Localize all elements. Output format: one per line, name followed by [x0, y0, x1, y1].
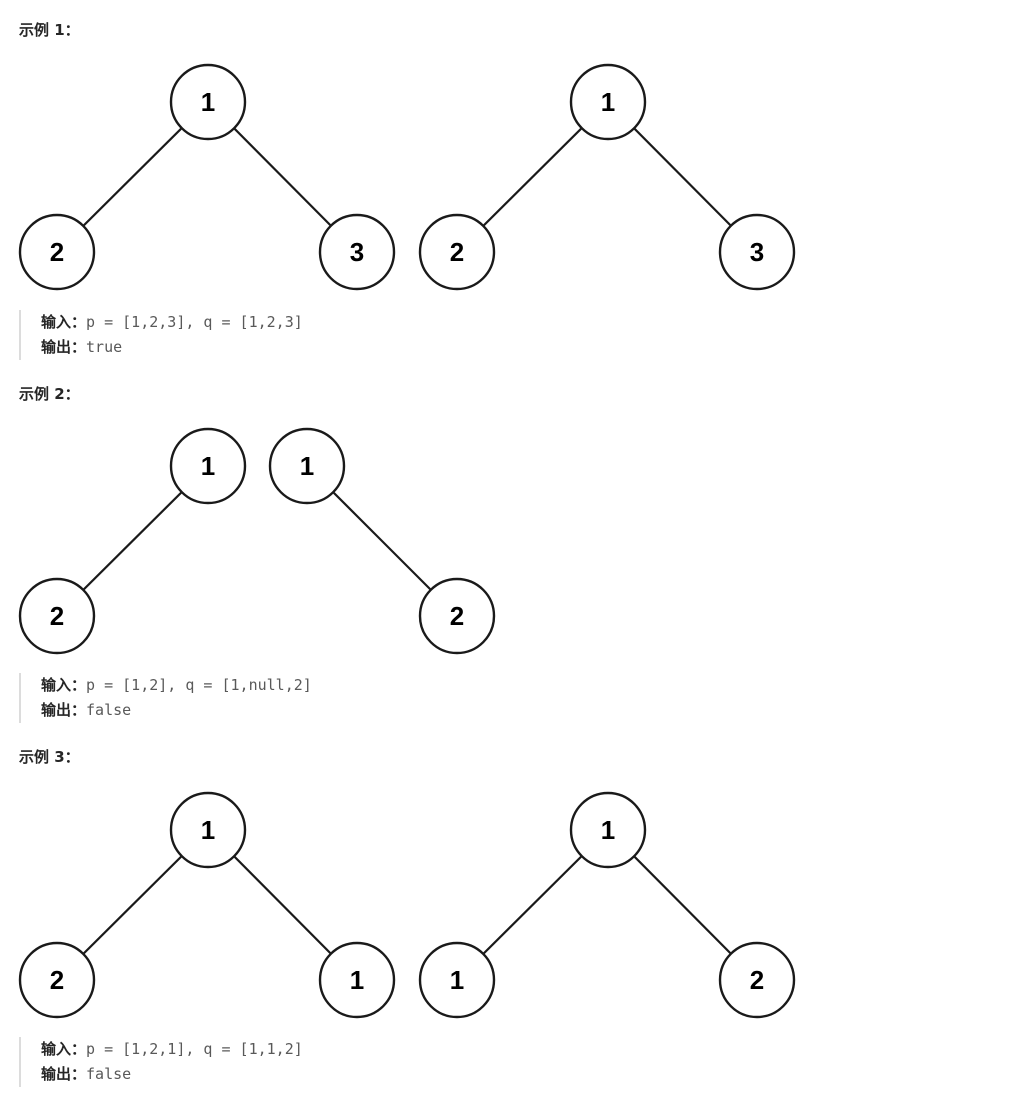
tree-node-label: 2	[750, 965, 764, 995]
input-value: p = [1,2,1], q = [1,1,2]	[86, 1040, 303, 1058]
input-value: p = [1,2], q = [1,null,2]	[86, 676, 312, 694]
output-value: false	[86, 701, 132, 719]
tree-node-label: 1	[201, 815, 215, 845]
tree-node	[418, 577, 496, 655]
tree-node-label: 2	[450, 601, 464, 631]
tree-node	[418, 941, 496, 1019]
output-label: 输出：	[41, 701, 87, 719]
example-3-io-block: 输入：p = [1,2,1], q = [1,1,2] 输出：false	[19, 1037, 741, 1087]
tree-node	[318, 213, 396, 291]
tree-node	[418, 213, 496, 291]
tree-node	[318, 941, 396, 1019]
tree-node-label: 2	[50, 965, 64, 995]
tree-q: 1 2 3	[418, 63, 796, 291]
tree-node	[569, 791, 647, 869]
tree-node-label: 1	[601, 815, 615, 845]
example-2-io-block: 输入：p = [1,2], q = [1,null,2] 输出：false	[19, 673, 741, 723]
example-3-tree-diagram: 1 2 1 1 1 2	[0, 790, 800, 1022]
tree-node	[569, 63, 647, 141]
input-label: 输入：	[41, 1040, 87, 1058]
output-value: true	[86, 338, 123, 356]
output-label: 输出：	[41, 338, 87, 356]
tree-p: 1 2 3	[18, 63, 396, 291]
tree-node	[718, 941, 796, 1019]
tree-p: 1 2 1	[18, 791, 396, 1019]
input-line: 输入：p = [1,2,1], q = [1,1,2]	[41, 1037, 741, 1062]
tree-p: 1 2	[18, 427, 247, 655]
input-label: 输入：	[41, 676, 87, 694]
tree-node-label: 3	[750, 237, 764, 267]
example-2-heading: 示例 2：	[19, 385, 80, 403]
tree-node-label: 1	[350, 965, 364, 995]
tree-node	[18, 577, 96, 655]
example-1-tree-diagram: 1 2 3 1 2 3	[0, 62, 800, 294]
output-value: false	[86, 1065, 132, 1083]
tree-node-label: 2	[450, 237, 464, 267]
tree-node-label: 2	[50, 237, 64, 267]
example-2-tree-diagram: 1 2 1 2	[0, 426, 800, 658]
tree-node-label: 2	[50, 601, 64, 631]
output-line: 输出：true	[41, 335, 741, 360]
input-line: 输入：p = [1,2,3], q = [1,2,3]	[41, 310, 741, 335]
tree-node	[169, 791, 247, 869]
output-line: 输出：false	[41, 1062, 741, 1087]
tree-node	[18, 213, 96, 291]
tree-node	[718, 213, 796, 291]
tree-node	[169, 427, 247, 505]
input-label: 输入：	[41, 313, 87, 331]
tree-q: 1 2	[268, 427, 496, 655]
input-line: 输入：p = [1,2], q = [1,null,2]	[41, 673, 741, 698]
tree-node-label: 1	[450, 965, 464, 995]
tree-node-label: 3	[350, 237, 364, 267]
tree-q: 1 1 2	[418, 791, 796, 1019]
example-1-io-block: 输入：p = [1,2,3], q = [1,2,3] 输出：true	[19, 310, 741, 360]
tree-node	[169, 63, 247, 141]
output-line: 输出：false	[41, 698, 741, 723]
tree-node	[18, 941, 96, 1019]
tree-node-label: 1	[201, 451, 215, 481]
input-value: p = [1,2,3], q = [1,2,3]	[86, 313, 303, 331]
example-3-heading: 示例 3：	[19, 748, 80, 766]
tree-node-label: 1	[201, 87, 215, 117]
output-label: 输出：	[41, 1065, 87, 1083]
example-1-heading: 示例 1：	[19, 21, 80, 39]
tree-node	[268, 427, 346, 505]
tree-node-label: 1	[300, 451, 314, 481]
tree-node-label: 1	[601, 87, 615, 117]
